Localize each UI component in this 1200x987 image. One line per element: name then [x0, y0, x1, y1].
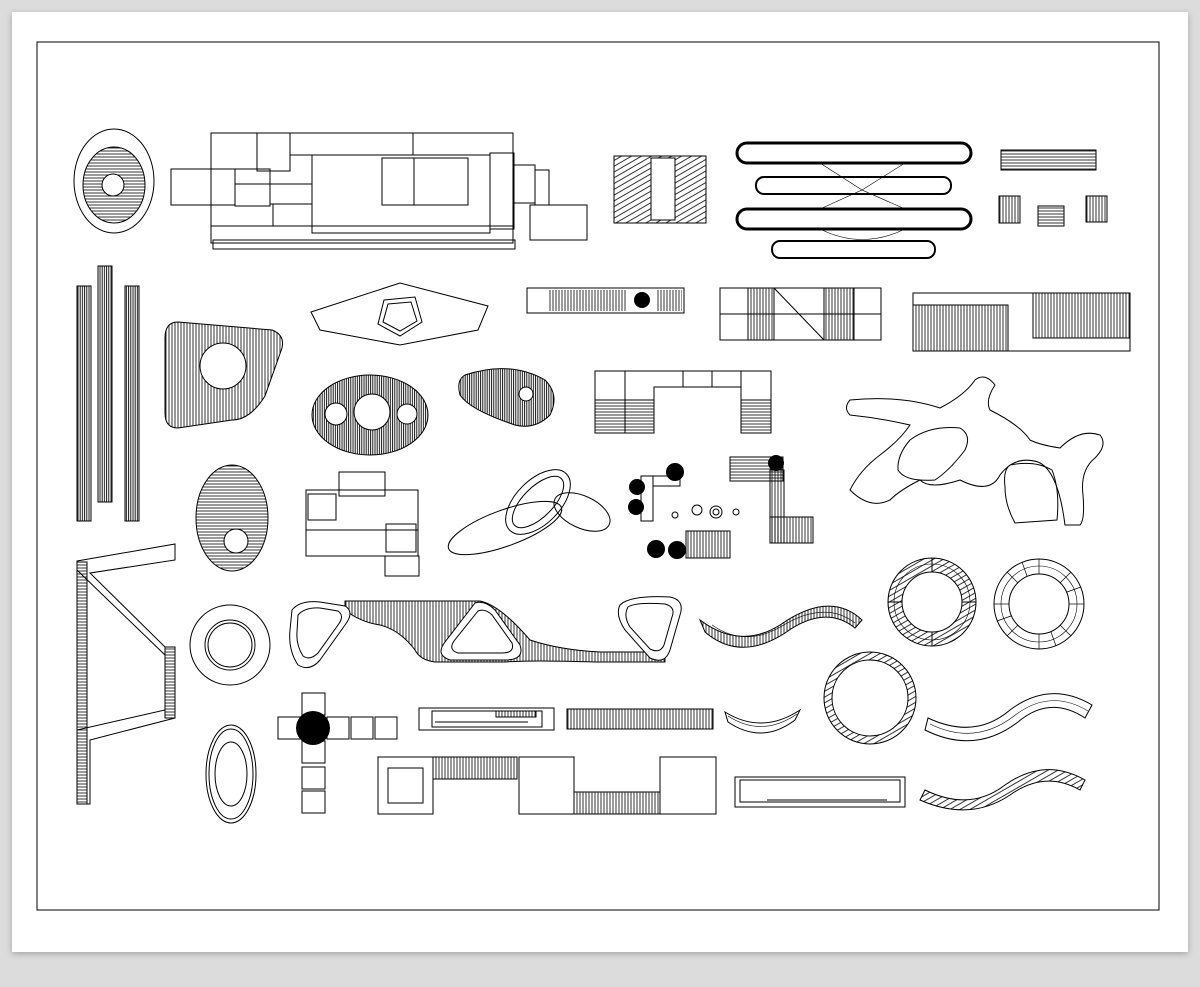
square-pads-icon	[377, 756, 717, 815]
hatched-square-planter-icon	[613, 155, 707, 224]
circular-bench-icon	[823, 651, 917, 745]
striped-bars-icon	[76, 265, 140, 522]
arc-bench-icon	[724, 708, 802, 734]
branching-path-icon	[846, 376, 1104, 526]
hex-plaza-icon	[310, 282, 489, 346]
slim-bench-icon	[418, 707, 714, 731]
u-shaped-bench-icon	[594, 370, 772, 434]
linear-bench-with-plant-icon	[526, 287, 685, 314]
planter-layout-icon	[628, 455, 814, 559]
flat-bench-icon	[734, 776, 906, 808]
serpentine-bench-icon	[735, 141, 973, 259]
stepped-squares-icon	[305, 471, 420, 577]
oval-paving-icon	[73, 128, 155, 234]
drawing-frame	[36, 41, 1160, 911]
triangle-path-icon	[289, 596, 682, 669]
rounded-trapezoid-deck-icon	[164, 321, 283, 429]
spoked-ring-icon	[993, 558, 1085, 650]
wave-bench-icon	[698, 605, 863, 648]
striped-oval-icon	[195, 464, 269, 572]
three-hole-oval-icon	[311, 374, 429, 456]
wave-bench-3-icon	[919, 769, 1086, 811]
ring-plaza-icon	[189, 604, 271, 686]
wave-bench-2-icon	[924, 693, 1093, 742]
long-striped-panel-icon	[912, 292, 1131, 352]
teardrop-deck-icon	[458, 368, 555, 427]
quad-panels-icon	[719, 287, 882, 341]
block-cluster-icon	[170, 132, 588, 250]
round-bench-icon	[887, 557, 977, 647]
cross-planter-icon	[277, 692, 398, 814]
zigzag-wall-icon	[76, 543, 176, 805]
ellipse-ring-icon	[205, 724, 257, 824]
small-blocks-icon	[998, 149, 1108, 227]
leaf-loops-icon	[447, 469, 611, 556]
